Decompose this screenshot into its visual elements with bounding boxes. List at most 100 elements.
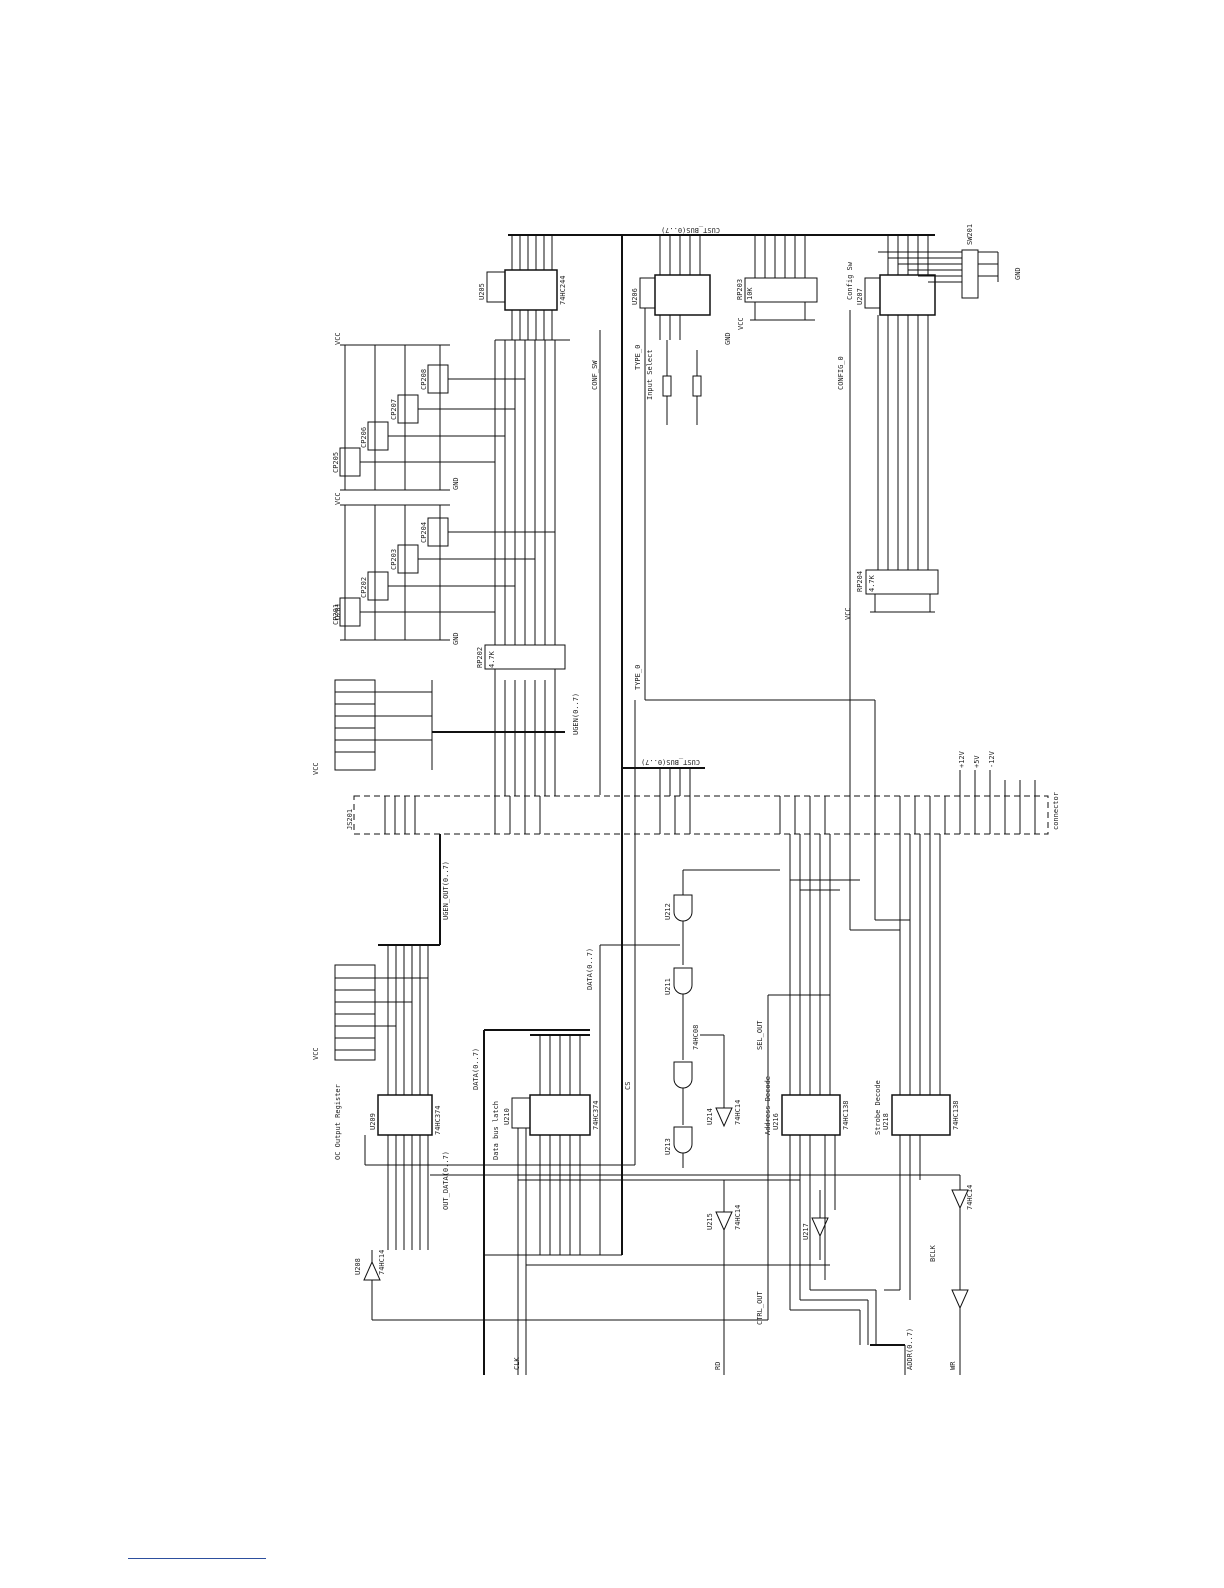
annotation-config-sw: Config Sw [846,261,854,300]
u210-pins [483,944,680,1375]
label-part-hc14-4: 74HC14 [966,1185,974,1210]
label-u216: U216 [772,1113,780,1130]
rp203-pins [750,235,815,321]
label-cp201: CP201 [332,604,340,625]
label-type-sel: TYPE_0 [634,345,642,370]
label-data-bus2: DATA(0..7) [586,948,594,990]
annotation-addr-decode2: Strobe Decode [874,1080,882,1135]
u216-pins [789,834,860,1310]
label-cust-bus-right: CUST_BUS(0..7) [641,758,700,766]
u218-pins [850,834,941,1300]
u205-chip [504,269,558,311]
label-cp204: CP204 [420,522,428,543]
label-type-sel2: TYPE_0 [634,665,642,690]
u205-pins [495,235,570,341]
label-vcc-6: VCC [844,607,852,620]
label-u208: U208 [354,1258,362,1275]
label-part-hc14-3: 74HC14 [734,1205,742,1230]
label-ugen-bus: UGEN(0..7) [572,693,580,735]
cp-led-group-a [339,504,555,641]
cp-led-group-b [339,344,525,491]
u205-sub [486,271,506,303]
u206-chip [654,274,711,316]
label-u206: U206 [631,288,639,305]
label-u201: U201 [334,603,342,620]
and-gate-u210 [673,1061,693,1125]
label-plus12v: +12V [958,750,966,768]
label-vcc-4: VCC [312,1047,320,1060]
label-u215: U215 [706,1213,714,1230]
u209-chip [377,1094,433,1136]
label-u212: U212 [664,903,672,920]
label-part-hc08: 74HC08 [692,1025,700,1050]
u209-pins [378,944,440,1250]
label-u205: U205 [478,283,486,300]
u216-decoder [781,1094,841,1136]
left-led-array-lower [334,679,433,771]
rp204-pack [865,569,939,595]
u210-chip [529,1094,591,1136]
footnote-rule [128,1558,266,1559]
left-led-array-upper [334,964,428,1061]
label-u207: U207 [856,288,864,305]
label-part-hc138-2: 74HC138 [952,1100,960,1130]
annotation-input-sel: Input Select [646,349,654,400]
ugen-bus-taps [494,680,556,796]
label-vcc-1: VCC [334,332,342,345]
label-sw201: SW201 [966,224,974,245]
label-part-res-1: 4.7K [488,650,496,668]
label-cp206: CP206 [360,427,368,448]
label-config: CONFIG_0 [837,356,845,390]
label-u214: U214 [706,1108,714,1125]
label-gnd-2: GND [452,632,460,645]
label-u210: U210 [503,1108,511,1125]
u206-pins [644,235,876,920]
and-gate-u213 [673,1126,693,1168]
label-part-res-3: 4.7K [868,574,876,592]
label-part-hc14-2: 74HC14 [734,1100,742,1125]
inverter-u219 [951,1175,969,1375]
label-minus12v: -12V [988,750,996,768]
inverter-u215 [715,1180,733,1375]
label-part-res-2: 10K [746,287,754,300]
label-data-bus: DATA(0..7) [472,1048,480,1090]
js201-connector [353,795,1049,835]
rp202-pack [484,644,566,670]
rp203-pack [744,277,818,303]
label-cp207: CP207 [390,399,398,420]
annotation-connector: connector [1052,792,1060,830]
u207-sub [864,277,881,309]
label-u217: U217 [802,1223,810,1240]
label-conf-sw: CONF_SW [591,360,599,390]
label-u209: U209 [369,1113,377,1130]
annotation-out-reg: OC Output Register [334,1084,342,1160]
label-sel-out: SEL_OUT [756,1020,764,1050]
label-out-data: OUT_DATA(0..7) [442,1151,450,1210]
label-bclk: BCLK [929,1244,937,1262]
label-wr: WR [949,1361,957,1370]
label-u213: U213 [664,1138,672,1155]
sw201-switch [961,249,979,299]
label-plus5v: +5V [973,755,981,768]
sw201-lines [878,251,999,283]
u207-pins [849,235,929,930]
addr-bus-taps [790,1289,906,1375]
label-rp202: RP202 [476,647,484,668]
label-cp205: CP205 [332,452,340,473]
rp202-pins [494,340,556,680]
u206-sub [639,277,656,309]
label-ctrl-out: CTRL_OUT [756,1290,764,1325]
label-u211: U211 [664,978,672,995]
label-part-hc14-1: 74HC14 [378,1250,386,1275]
u218-decoder [891,1094,951,1136]
inverter-u208 [363,1250,381,1281]
label-cp208: CP208 [420,369,428,390]
label-cp203: CP203 [390,549,398,570]
label-gnd-4: GND [1014,267,1022,280]
label-gnd-3: GND [724,332,732,345]
u206-resistors [662,340,702,425]
label-js201: JS201 [346,809,354,830]
label-vcc-2: VCC [334,492,342,505]
